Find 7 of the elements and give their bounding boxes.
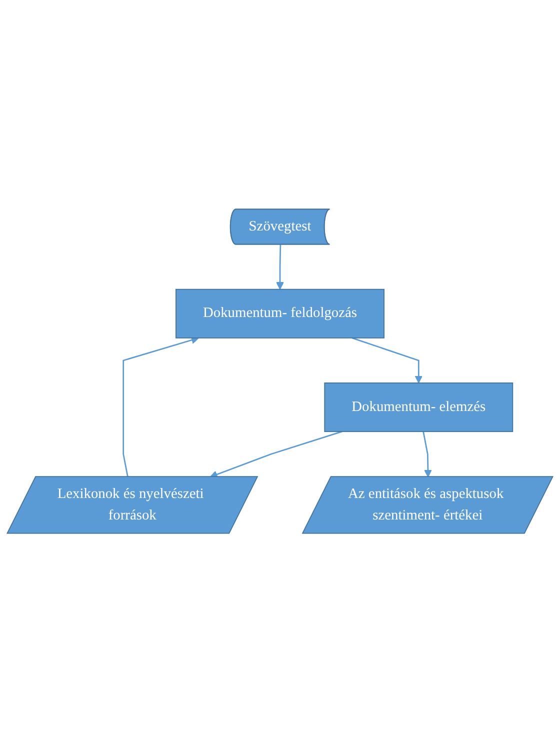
arrow: [276, 244, 284, 290]
arrow: [122, 336, 200, 477]
node-box: Dokumentum- feldolgozás: [176, 288, 384, 338]
node-box: Dokumentum- elemzés: [324, 382, 514, 432]
arrow: [422, 431, 432, 478]
arrow: [352, 337, 423, 384]
arrow: [210, 430, 342, 478]
